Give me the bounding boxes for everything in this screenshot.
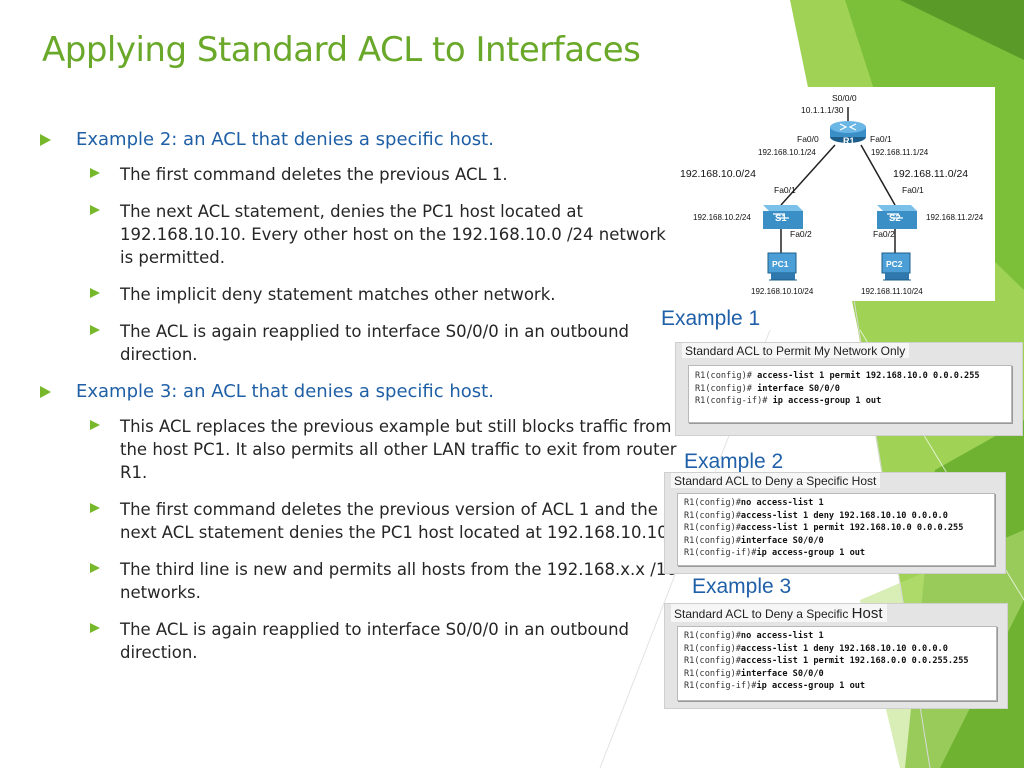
bullet-arrow-icon [40,134,51,146]
bullet-example-2: Example 2: an ACL that denies a specific… [40,128,680,152]
label-fa00-ip: 192.168.10.1/24 [758,148,816,157]
example-3-label: Example 3 [692,575,792,598]
sub-bullet-text: The ACL is again reapplied to interface … [120,620,630,662]
code-line: R1(config)#access-list 1 permit 192.168.… [684,523,964,534]
label-net-right: 192.168.11.0/24 [893,168,968,180]
label-pc2: PC2 [886,259,903,269]
example-3-panel: Standard ACL to Deny a Specific Host R1(… [664,603,1008,709]
label-s2-fa01: Fa0/1 [902,185,924,195]
sub-bullet: The first command deletes the previous v… [90,498,680,544]
link-r1-s2 [860,144,896,206]
code-line: R1(config-if)#ip access-group 1 out [684,548,866,559]
sub-bullet: The ACL is again reapplied to interface … [90,618,680,664]
sub-bullet: The first command deletes the previous A… [90,163,680,186]
network-topology-diagram: S0/0/0 10.1.1.1/30 R1 Fa0/0 192.168.10.1… [673,87,995,301]
bullet-example-3: Example 3: an ACL that denies a specific… [40,380,680,404]
sub-bullet: The ACL is again reapplied to interface … [90,320,680,366]
example-1-panel: Standard ACL to Permit My Network Only R… [675,342,1023,436]
sub-bullet-text: The first command deletes the previous A… [120,165,508,184]
bullet-arrow-icon [90,205,100,215]
sub-bullet-text: The next ACL statement, denies the PC1 h… [120,202,666,267]
label-s1-fa01: Fa0/1 [774,185,796,195]
example-1-label: Example 1 [661,307,761,330]
code-line: R1(config-if)# ip access-group 1 out [695,396,882,407]
bullet-arrow-icon [90,325,100,335]
label-s000: S0/0/0 [832,93,857,103]
label-fa01-ip: 192.168.11.1/24 [871,148,929,157]
label-pc1-ip: 192.168.10.10/24 [751,287,814,296]
label-pc2-ip: 192.168.11.10/24 [861,287,923,296]
label-r1: R1 [843,136,855,146]
pc2-icon [881,252,911,281]
code-line: R1(config)#interface S0/0/0 [684,535,824,546]
switch-s1-icon [763,205,803,229]
pc1-icon [767,252,797,281]
example-3-code: R1(config)#no access-list 1 R1(config)#a… [677,626,997,701]
example-2-title: Standard ACL to Deny a Specific Host [671,473,881,488]
sub-bullet-text: The ACL is again reapplied to interface … [120,322,630,364]
bullet-list: Example 2: an ACL that denies a specific… [40,128,680,678]
sub-bullet: The next ACL statement, denies the PC1 h… [90,200,680,269]
sub-bullet-text: The first command deletes the previous v… [120,500,673,542]
example-2-panel: Standard ACL to Deny a Specific Host R1(… [664,472,1006,574]
label-s1: S1 [775,213,787,224]
bullet-text: Example 2: an ACL that denies a specific… [76,129,494,150]
label-fa01: Fa0/1 [870,134,892,144]
bullet-arrow-icon [40,386,51,398]
sub-bullet-text: This ACL replaces the previous example b… [120,417,677,482]
bullet-arrow-icon [90,420,100,430]
example-2-code: R1(config)#no access-list 1 R1(config)#a… [677,493,995,566]
sub-bullet: The third line is new and permits all ho… [90,558,680,604]
label-s2-ip: 192.168.11.2/24 [926,213,984,222]
router-r1-icon [830,121,866,143]
code-line: R1(config)# interface S0/0/0 [695,383,840,394]
example-2-label: Example 2 [684,450,784,473]
bullet-text: Example 3: an ACL that denies a specific… [76,381,494,402]
label-s1-ip: 192.168.10.2/24 [693,213,751,222]
label-net-left: 192.168.10.0/24 [680,168,756,180]
example-1-code: R1(config)# access-list 1 permit 192.168… [688,365,1012,423]
switch-s2-icon [877,205,917,229]
code-line: R1(config-if)#ip access-group 1 out [684,681,866,692]
sub-bullet: This ACL replaces the previous example b… [90,415,680,484]
code-line: R1(config)#no access-list 1 [684,631,824,641]
slide-title: Applying Standard ACL to Interfaces [42,30,641,70]
sub-bullet-text: The third line is new and permits all ho… [120,560,677,602]
code-line: R1(config)#access-list 1 deny 192.168.10… [684,643,948,654]
bullet-arrow-icon [90,623,100,633]
topology-svg: S0/0/0 10.1.1.1/30 R1 Fa0/0 192.168.10.1… [680,93,984,296]
code-line: R1(config)#no access-list 1 [684,498,824,508]
label-s1-fa02: Fa0/2 [790,229,812,239]
bullet-arrow-icon [90,288,100,298]
code-line: R1(config)#interface S0/0/0 [684,668,824,679]
bullet-arrow-icon [90,563,100,573]
bullet-arrow-icon [90,503,100,513]
code-line: R1(config)#access-list 1 deny 192.168.10… [684,510,948,521]
sub-bullet-text: The implicit deny statement matches othe… [120,285,556,304]
link-r1-s1 [780,144,836,206]
label-s2-fa02: Fa0/2 [873,229,895,239]
bullet-arrow-icon [90,168,100,178]
example-3-title: Standard ACL to Deny a Specific Host [671,604,887,622]
sub-bullet: The implicit deny statement matches othe… [90,283,680,306]
label-pc1: PC1 [772,259,789,269]
example-3-title-suffix: Host [851,605,883,622]
label-s2: S2 [889,213,901,224]
label-fa00: Fa0/0 [797,134,819,144]
label-s000-ip: 10.1.1.1/30 [801,105,844,115]
example-1-title: Standard ACL to Permit My Network Only [682,343,910,358]
code-line: R1(config)# access-list 1 permit 192.168… [695,371,980,381]
code-line: R1(config)#access-list 1 permit 192.168.… [684,656,969,667]
